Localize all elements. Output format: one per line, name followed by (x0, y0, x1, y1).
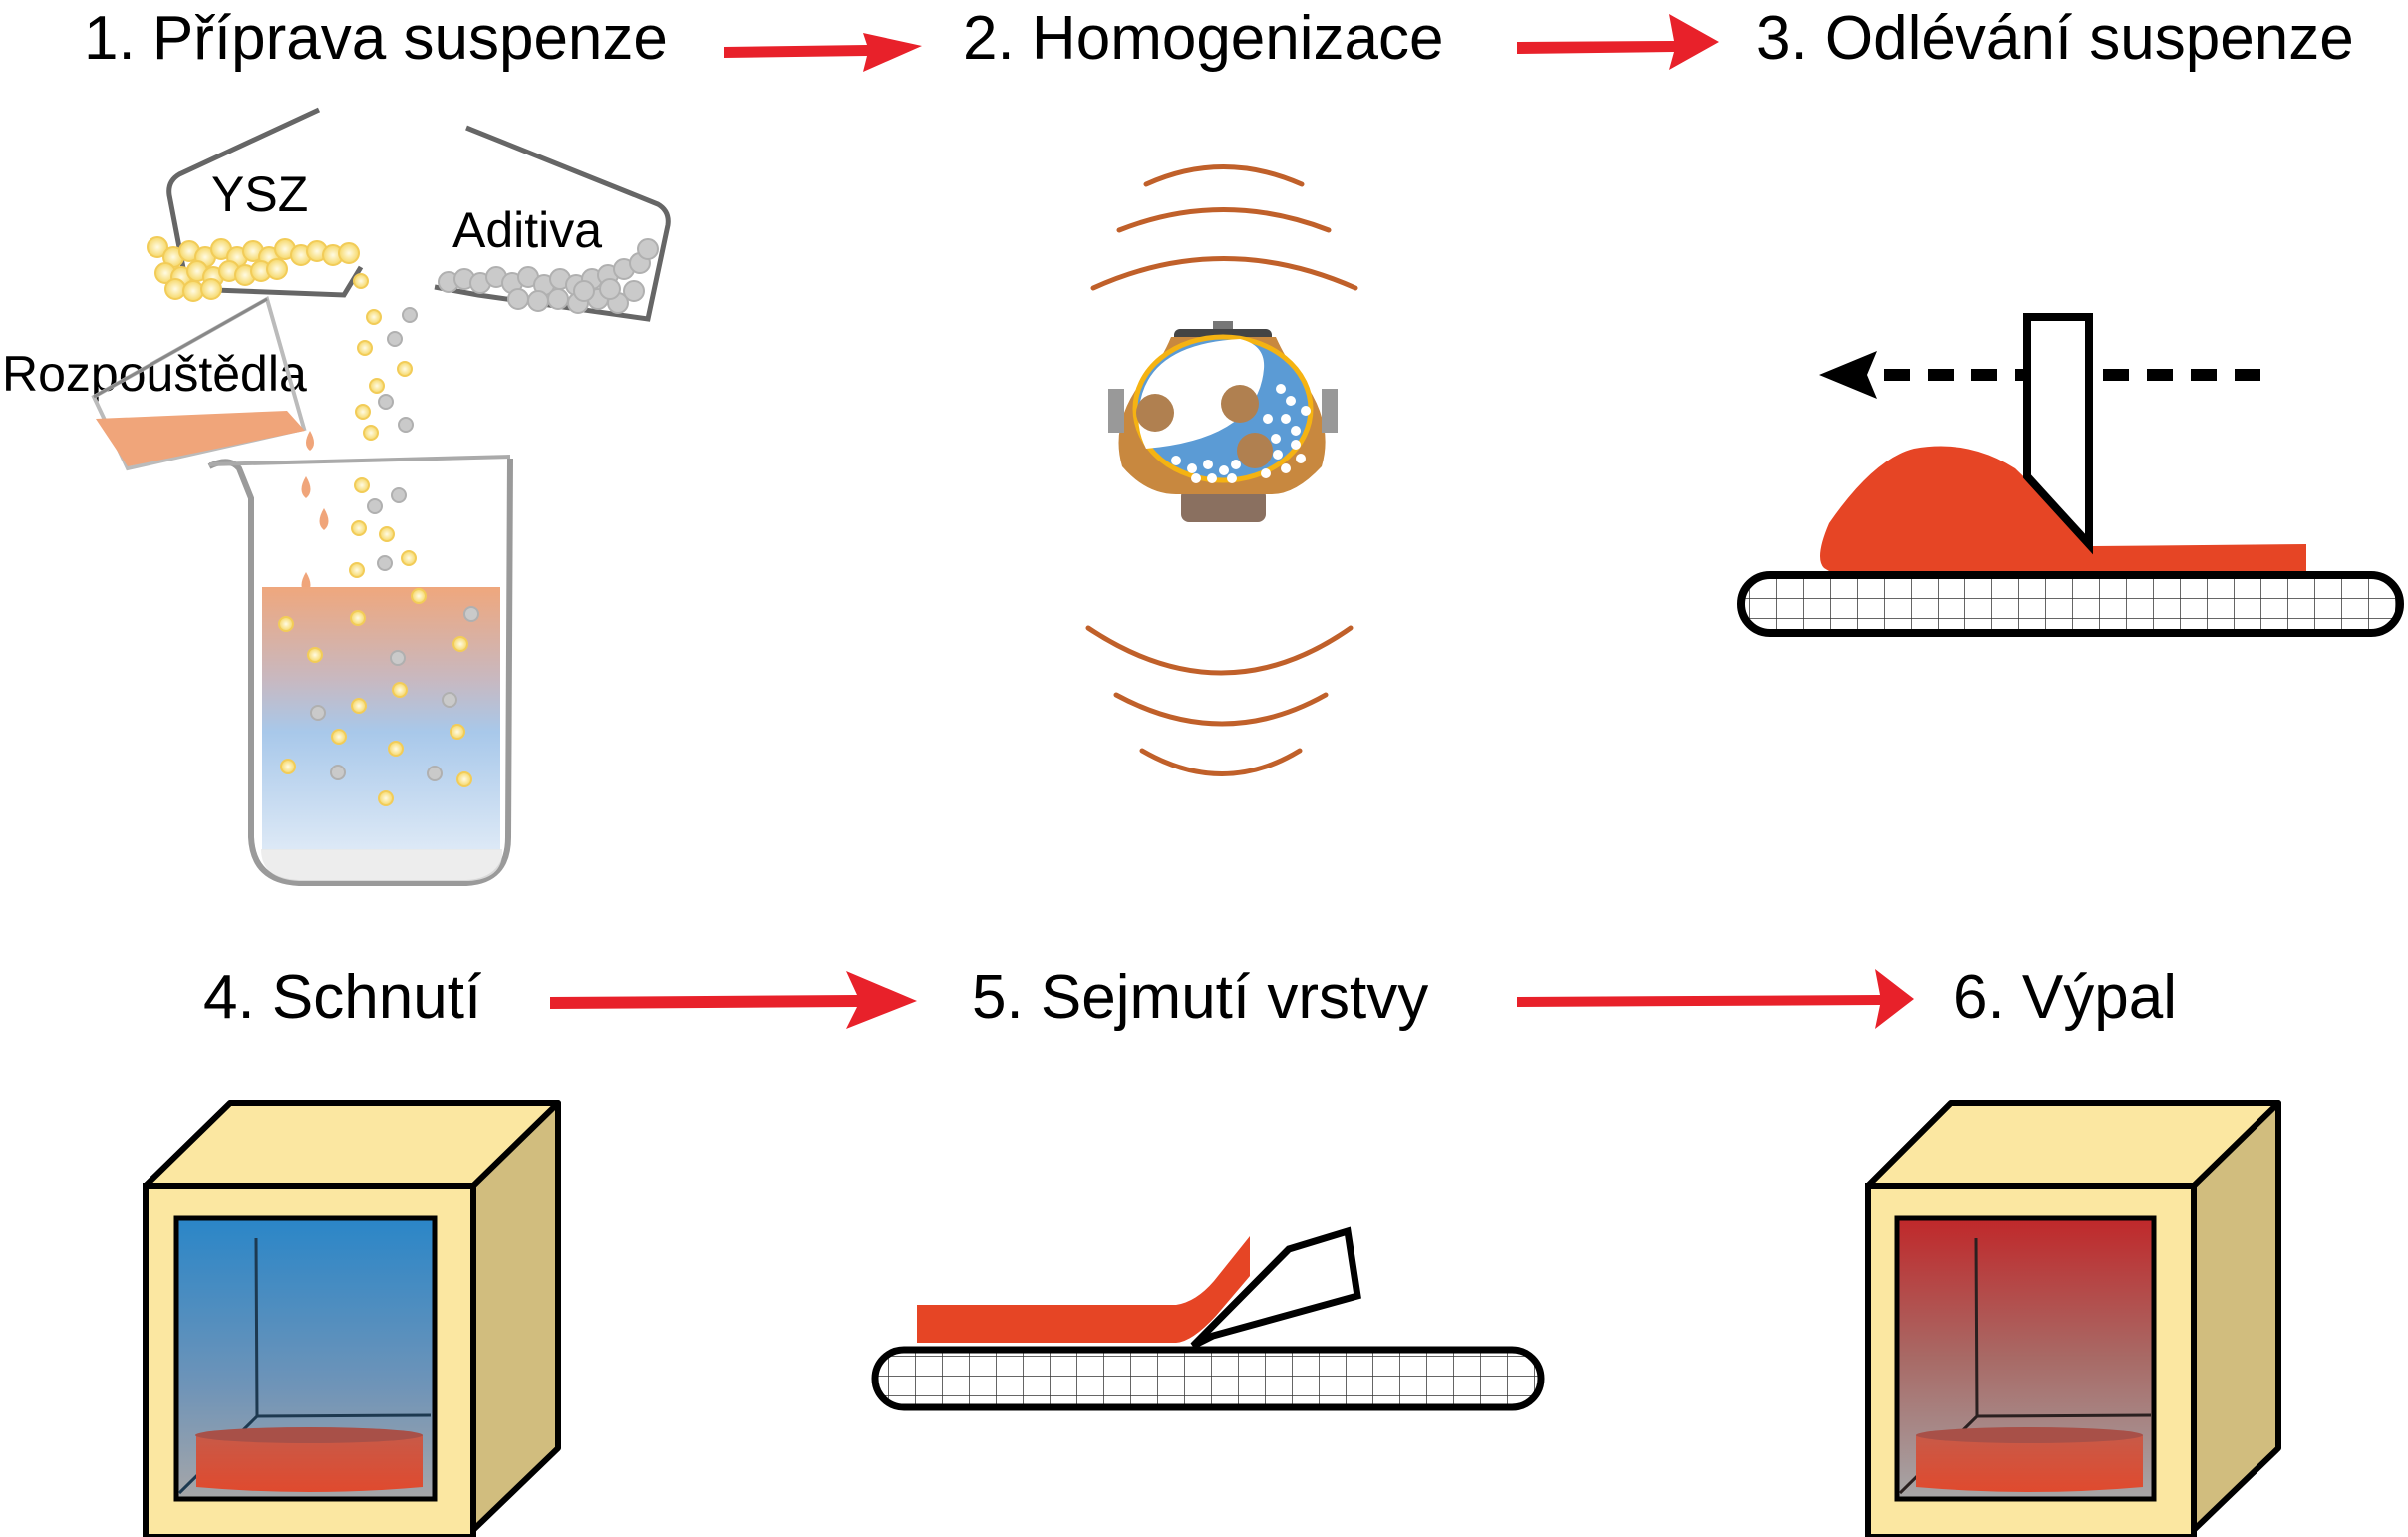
solvent-beaker (91, 296, 307, 471)
milling-balls (1136, 385, 1273, 468)
additives-dish (434, 125, 671, 322)
firing-kiln (1865, 1100, 2281, 1537)
carrier-belt-step3 (1737, 571, 2404, 637)
suspended-ysz-particles (278, 588, 472, 806)
detached-tape (917, 1236, 1250, 1343)
doctor-blade (2023, 313, 2093, 555)
step-6-title: 6. Výpal (1954, 963, 2178, 1032)
drying-tape-disk (195, 1427, 423, 1492)
vibration-arcs-top (1090, 164, 1358, 291)
step-4-title: 4. Schnutí (203, 963, 482, 1032)
solvent-drops (301, 431, 329, 594)
drying-oven (143, 1100, 561, 1537)
mixing-beaker (207, 455, 513, 886)
ball-mill-jar (1108, 321, 1338, 522)
step-5-title: 5. Sejmutí vrstvy (972, 963, 1429, 1032)
step-3-title: 3. Odlévání suspenze (1756, 4, 2354, 73)
ysz-dish (147, 107, 364, 302)
arrow-step4-to-step5 (550, 971, 917, 1029)
casting-slurry (1820, 446, 2306, 574)
fired-tape-disk (1916, 1427, 2143, 1492)
solvents-label: Rozpouštědla (2, 346, 307, 402)
separation-blade (1190, 1226, 1361, 1350)
ysz-particles (147, 236, 360, 302)
ysz-label: YSZ (211, 166, 309, 222)
suspended-additive-particles (310, 606, 479, 781)
step-2-title: 2. Homogenizace (963, 4, 1444, 73)
step-1-title: 1. Příprava suspenze (84, 4, 668, 73)
powder-particles (1171, 384, 1311, 483)
arrow-step2-to-step3 (1517, 14, 1719, 70)
arrow-step1-to-step2 (724, 33, 922, 72)
arrow-step5-to-step6 (1517, 969, 1914, 1029)
carrier-belt-step5 (871, 1346, 1545, 1411)
vibration-arcs-bottom (1085, 625, 1354, 776)
additive-particles (438, 238, 659, 314)
falling-additive-particles (367, 307, 418, 571)
falling-ysz-particles (349, 273, 417, 578)
additives-label: Aditiva (452, 202, 603, 258)
